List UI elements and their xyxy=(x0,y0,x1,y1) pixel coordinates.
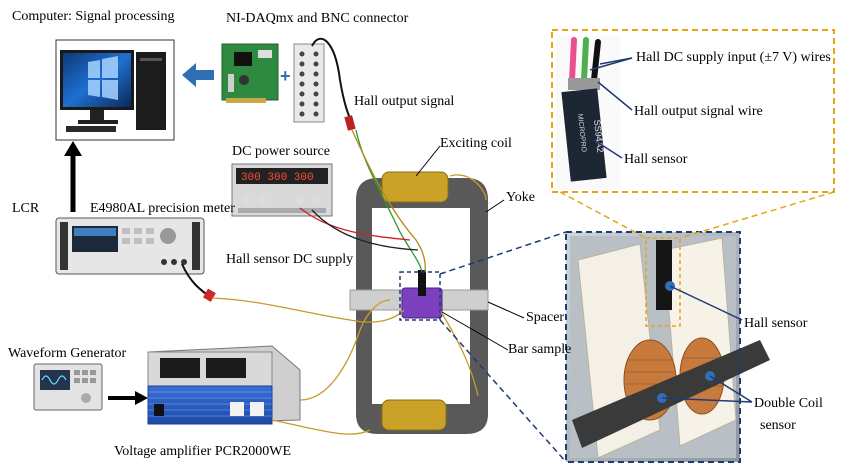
waveform-generator-icon xyxy=(33,363,103,411)
bar-sample-icon xyxy=(401,270,443,319)
photo-hall-sensor-label: Hall sensor xyxy=(744,316,808,331)
voltage-amplifier-label: Voltage amplifier PCR2000WE xyxy=(114,444,292,459)
hall-output-signal-label: Hall output signal xyxy=(354,94,455,109)
hall-sensor-inset-photo xyxy=(556,36,620,190)
double-coil-label-line2: sensor xyxy=(760,418,796,433)
inset-callout-lines xyxy=(589,57,753,403)
exciting-coil-icon xyxy=(381,171,449,203)
arrow-daq-to-computer xyxy=(182,63,214,87)
voltage-amplifier-icon xyxy=(147,345,301,425)
dc-power-source-label: DC power source xyxy=(232,144,330,159)
bnc-connector-icon xyxy=(293,43,325,123)
lcr-meter-label: E4980AL precision meter xyxy=(90,201,235,216)
lcr-meter-icon xyxy=(55,217,205,275)
dc-display-readout: 300 300 300 xyxy=(241,172,314,184)
lcr-prefix-label: LCR xyxy=(12,201,40,216)
bottom-coil-icon xyxy=(381,399,447,431)
daq-card-icon xyxy=(221,43,279,103)
spacer-label: Spacer xyxy=(526,310,565,325)
plus-icon: + xyxy=(280,66,291,86)
bnc-plug-icon xyxy=(344,115,356,131)
double-coil-label-line1: Double Coil xyxy=(754,396,823,411)
inset-supply-wires-label: Hall DC supply input (±7 V) wires xyxy=(636,50,831,65)
inset-output-wire-label: Hall output signal wire xyxy=(634,104,763,119)
daq-label: NI-DAQmx and BNC connector xyxy=(226,11,409,26)
yoke-label: Yoke xyxy=(506,190,535,205)
sensor-inset-frame xyxy=(551,29,835,193)
dc-power-source-icon xyxy=(231,163,333,217)
zoom-marker-box xyxy=(399,271,441,321)
inset-hall-sensor-label: Hall sensor xyxy=(624,152,688,167)
exciting-coil-label: Exciting coil xyxy=(440,136,512,151)
sensor-photo-frame xyxy=(565,231,741,463)
label-pointer-lines xyxy=(415,145,525,351)
bar-sample-label: Bar sample xyxy=(508,342,572,357)
sensor-chip-brand: MICROPRO xyxy=(576,113,587,153)
computer-label: Computer: Signal processing xyxy=(12,9,175,24)
hall-sensor-dc-supply-label: Hall sensor DC supply xyxy=(226,252,354,267)
sensor-photo xyxy=(566,232,770,462)
wiring-lines xyxy=(211,129,487,435)
computer-icon xyxy=(55,39,175,141)
waveform-generator-label: Waveform Generator xyxy=(8,346,127,361)
